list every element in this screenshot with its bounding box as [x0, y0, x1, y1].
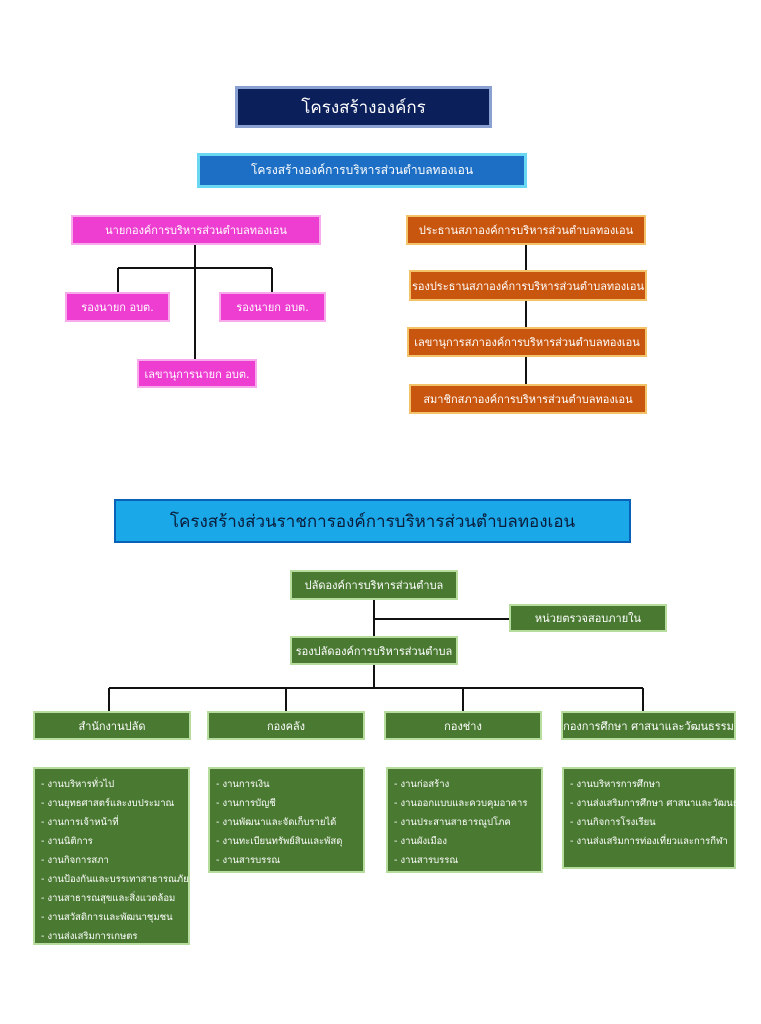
department-tasks-office: - งานบริหารทั่วไป - งานยุทธศาสตร์และงบปร…	[33, 767, 190, 945]
task-item: - งานส่งเสริมการศึกษา ศาสนาและวัฒนธรรม	[570, 798, 756, 809]
council-chair-box: ประธานสภาองค์การบริหารส่วนตำบลทองเอน	[406, 215, 646, 245]
department-box-finance: กองคลัง	[207, 711, 365, 740]
task-item: - งานส่งเสริมการท่องเที่ยวและการกีฬา	[570, 836, 728, 847]
task-item: - งานส่งเสริมการเกษตร	[41, 931, 138, 942]
task-item: - งานยุทธศาสตร์และงบประมาณ	[41, 798, 175, 809]
task-item: - งานบริหารทั่วไป	[41, 779, 115, 790]
task-item: - งานสาธารณสุขและสิ่งแวดล้อม	[41, 893, 176, 904]
department-box-engineering: กองช่าง	[384, 711, 542, 740]
task-item: - งานการเงิน	[216, 779, 270, 790]
department-tasks-education: - งานบริหารการศึกษา - งานส่งเสริมการศึกษ…	[562, 767, 756, 869]
task-item: - งานออกแบบและควบคุมอาคาร	[394, 798, 528, 809]
task-item: - งานผังเมือง	[394, 836, 447, 847]
deputy-mayor-left-box: รองนายก อบต.	[65, 292, 170, 322]
task-item: - งานพัฒนาและจัดเก็บรายได้	[216, 817, 337, 828]
task-item: - งานการบัญชี	[216, 798, 276, 809]
task-item: - งานบริหารการศึกษา	[570, 779, 661, 790]
department-box-education: กองการศึกษา ศาสนาและวัฒนธรรม	[561, 711, 736, 740]
task-item: - งานทะเบียนทรัพย์สินและพัสดุ	[216, 836, 343, 847]
department-box-office: สำนักงานปลัด	[33, 711, 191, 740]
council-secretary-box: เลขานุการสภาองค์การบริหารส่วนตำบลทองเอน	[407, 327, 647, 357]
council-vice-chair-box: รองประธานสภาองค์การบริหารส่วนตำบลทองเอน	[409, 270, 647, 301]
council-members-box: สมาชิกสภาองค์การบริหารส่วนตำบลทองเอน	[409, 384, 647, 414]
task-item: - งานการเจ้าหน้าที่	[41, 817, 119, 828]
deputy-mayor-right-box: รองนายก อบต.	[219, 292, 326, 322]
department-tasks-finance: - งานการเงิน - งานการบัญชี - งานพัฒนาและ…	[208, 767, 365, 873]
deputy-chief-admin-box: รองปลัดองค์การบริหารส่วนตำบล	[290, 636, 458, 665]
task-item: - งานกิจการโรงเรียน	[570, 817, 656, 828]
task-item: - งานสวัสดิการและพัฒนาชุมชน	[41, 912, 173, 923]
main-title: โครงสร้างองค์กร	[235, 86, 492, 128]
task-item: - งานสารบรรณ	[216, 855, 281, 866]
mayor-box: นายกองค์การบริหารส่วนตำบลทองเอน	[71, 215, 321, 245]
task-item: - งานสารบรรณ	[394, 855, 459, 866]
internal-audit-box: หน่วยตรวจสอบภายใน	[509, 604, 667, 632]
task-item: - งานกิจการสภา	[41, 855, 109, 866]
mayor-secretary-box: เลขานุการนายก อบต.	[137, 359, 257, 388]
task-item: - งานประสานสาธารณูปโภค	[394, 817, 511, 828]
department-tasks-engineering: - งานก่อสร้าง - งานออกแบบและควบคุมอาคาร …	[386, 767, 543, 873]
task-item: - งานป้องกันและบรรเทาสาธารณภัย	[41, 874, 189, 885]
admin-structure-title: โครงสร้างส่วนราชการองค์การบริหารส่วนตำบล…	[114, 499, 631, 543]
chief-admin-box: ปลัดองค์การบริหารส่วนตำบล	[290, 570, 458, 600]
task-item: - งานนิติการ	[41, 836, 93, 847]
task-item: - งานก่อสร้าง	[394, 779, 450, 790]
sub-title: โครงสร้างองค์การบริหารส่วนตำบลทองเอน	[197, 153, 527, 188]
